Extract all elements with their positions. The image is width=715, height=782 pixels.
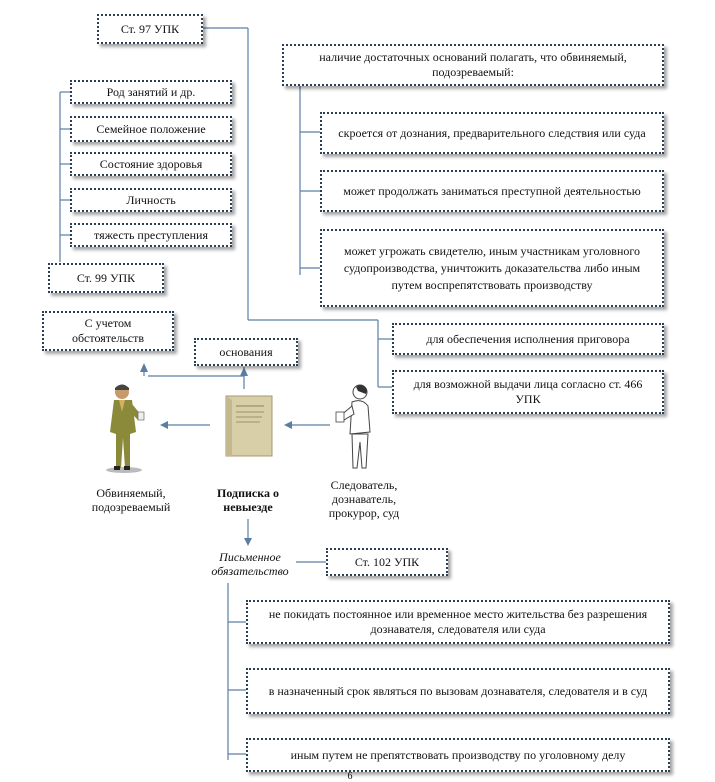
- ground-label: может продолжать заниматься преступной д…: [343, 183, 641, 198]
- circumstance-box: Семейное положение: [70, 116, 232, 142]
- page-number: 6: [347, 771, 353, 782]
- written-obligation-label: Письменное обязательство: [211, 550, 289, 578]
- considering-box: С учетом обстоятельств: [42, 311, 174, 351]
- circumstance-box: тяжесть преступления: [70, 223, 232, 247]
- document-icon: [225, 395, 273, 457]
- circumstance-label: Род занятий и др.: [106, 84, 196, 99]
- grounds-title-box: основания: [194, 338, 298, 366]
- accused-person-icon: [106, 384, 145, 473]
- officials-label: Следователь, дознаватель, прокурор, суд: [328, 478, 400, 520]
- ground-box: скроется от дознания, предварительного с…: [320, 112, 664, 154]
- circumstance-label: Состояние здоровья: [99, 156, 203, 171]
- grounds-title-label: основания: [219, 344, 273, 359]
- accused-label: Обвиняемый, подозреваемый: [91, 486, 171, 514]
- obligation-label: в назначенный срок являться по вызовам д…: [268, 683, 648, 698]
- circumstance-box: Состояние здоровья: [70, 152, 232, 176]
- article-99-label: Ст. 99 УПК: [76, 270, 136, 285]
- circumstance-label: тяжесть преступления: [94, 227, 208, 242]
- circumstance-label: Личность: [126, 192, 176, 207]
- article-99-box: Ст. 99 УПК: [48, 263, 164, 293]
- article-97-label: Ст. 97 УПК: [120, 21, 180, 36]
- circumstance-box: Личность: [70, 188, 232, 212]
- obligation-box: в назначенный срок являться по вызовам д…: [246, 668, 670, 714]
- purpose-label: для обеспечения исполнения приговора: [426, 331, 630, 346]
- article-102-label: Ст. 102 УПК: [354, 554, 420, 569]
- investigator-person-icon: [335, 384, 371, 469]
- grounds-intro-label: наличие достаточных оснований полагать, …: [319, 50, 627, 79]
- considering-label: С учетом обстоятельств: [71, 316, 145, 345]
- purpose-box: для обеспечения исполнения приговора: [392, 323, 664, 355]
- obligation-box: не покидать постоянное или временное мес…: [246, 600, 670, 644]
- article-102-box: Ст. 102 УПК: [326, 548, 448, 576]
- ground-label: скроется от дознания, предварительного с…: [338, 125, 646, 140]
- ground-box: может угрожать свидетелю, иным участника…: [320, 229, 664, 307]
- purpose-label: для возможной выдачи лица согласно ст. 4…: [413, 377, 643, 406]
- article-97-box: Ст. 97 УПК: [97, 14, 203, 44]
- measure-label: Подписка о невыезде: [217, 486, 279, 514]
- circumstance-label: Семейное положение: [96, 121, 206, 136]
- ground-box: может продолжать заниматься преступной д…: [320, 170, 664, 212]
- circumstance-box: Род занятий и др.: [70, 80, 232, 104]
- obligation-label: иным путем не препятствовать производств…: [290, 747, 626, 762]
- purpose-box: для возможной выдачи лица согласно ст. 4…: [392, 370, 664, 414]
- obligation-box: иным путем не препятствовать производств…: [246, 738, 670, 772]
- ground-label: может угрожать свидетелю, иным участника…: [343, 243, 641, 292]
- obligation-label: не покидать постоянное или временное мес…: [268, 607, 648, 636]
- grounds-intro-box: наличие достаточных оснований полагать, …: [282, 44, 664, 86]
